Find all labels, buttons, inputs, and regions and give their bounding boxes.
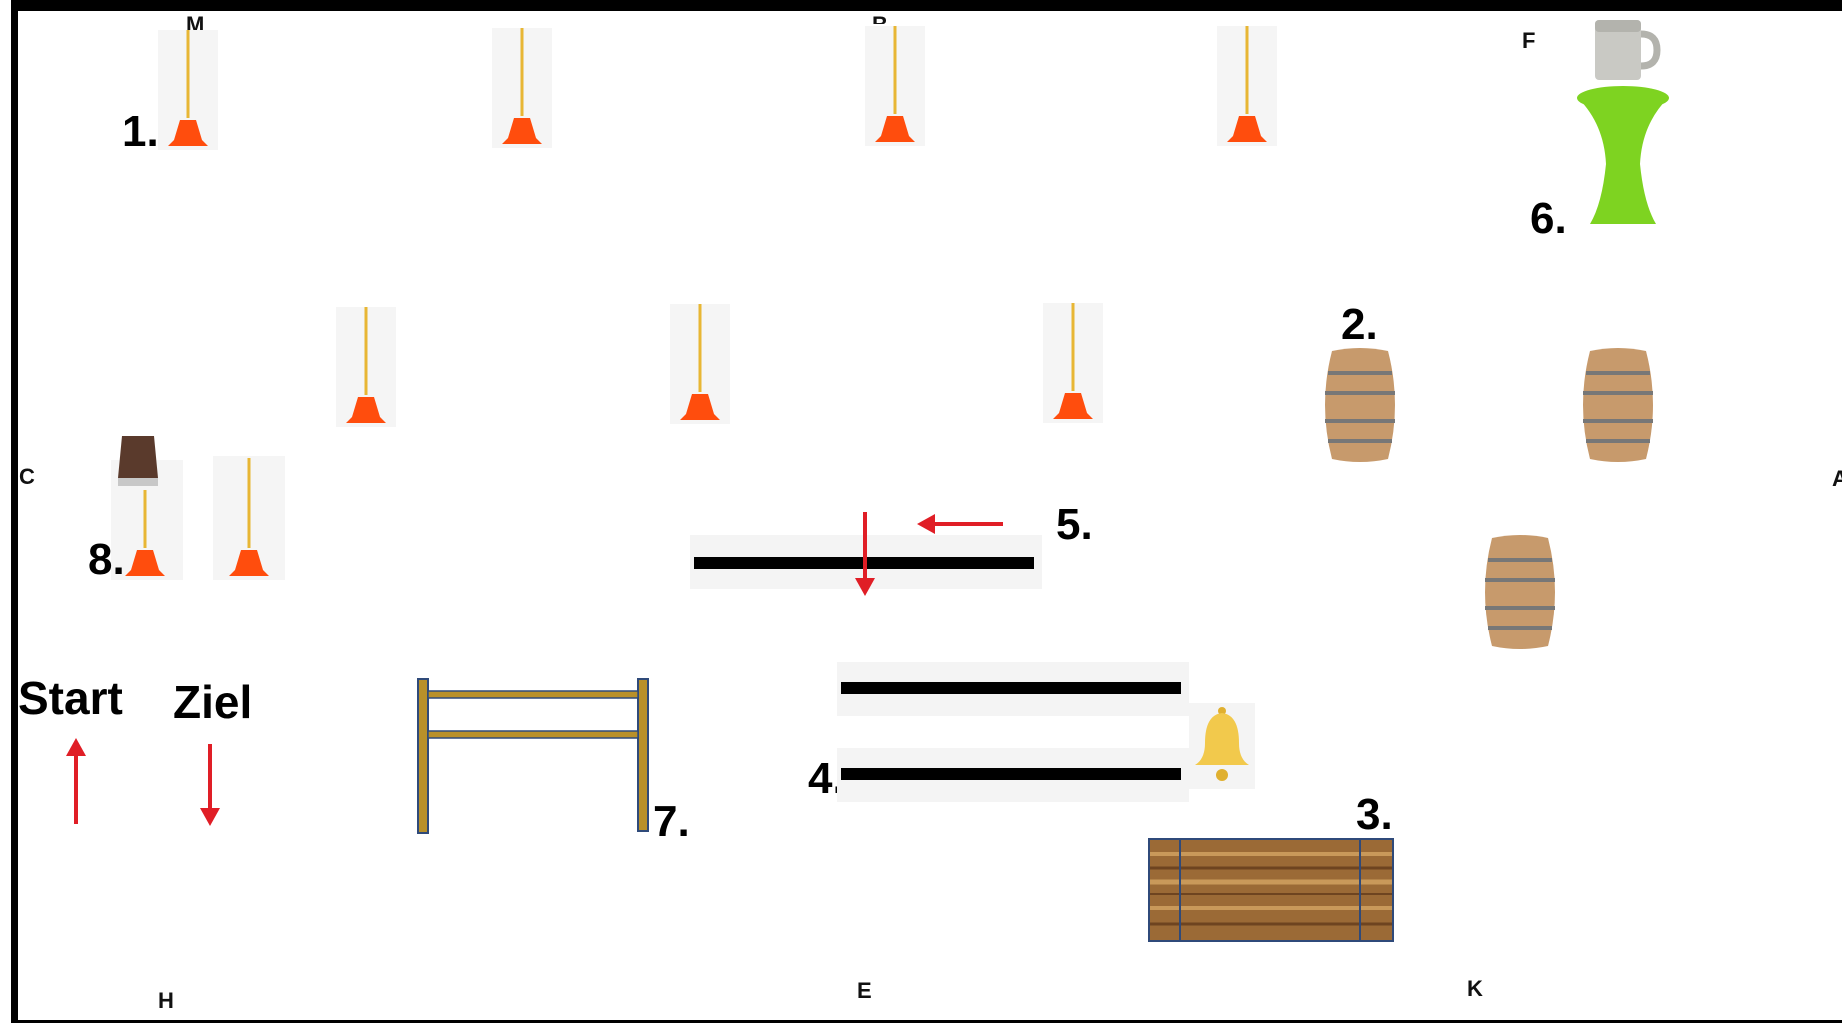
finish-label: Ziel [173, 676, 253, 728]
gate-icon [417, 678, 649, 834]
barrel-icon [1325, 348, 1395, 462]
station-label-5: 5. [1056, 500, 1093, 549]
cone-pole-icon [1043, 303, 1103, 423]
arena-letter-k: K [1467, 976, 1483, 1001]
wooden-bridge-icon [1148, 838, 1394, 942]
station-label-2: 2. [1341, 300, 1378, 349]
arena-letter-f: F [1522, 28, 1536, 53]
cone-pole-icon [670, 304, 730, 424]
cone-pole-icon [1217, 26, 1277, 146]
bell-icon [1189, 703, 1255, 789]
barrel-icon [1583, 348, 1653, 462]
cup-icon [118, 436, 158, 486]
arrow-down-icon [855, 512, 875, 596]
arrow-left-icon [917, 514, 1003, 534]
station-label-3: 3. [1356, 790, 1393, 839]
bistro-table-icon [1577, 86, 1669, 224]
arena-border-bottom [11, 1020, 1842, 1023]
station-label-1: 1. [122, 107, 159, 156]
station-label-7: 7. [653, 797, 690, 846]
station-label-8: 8. [88, 535, 125, 584]
arena-letter-c: C [19, 464, 35, 489]
arrow-down-icon [200, 744, 220, 826]
arena-letter-e: E [857, 978, 872, 1003]
arena-border-left [11, 0, 18, 1023]
barrel-icon [1485, 535, 1555, 649]
beer-mug-icon [1595, 20, 1661, 80]
cone-pole-icon [865, 26, 925, 146]
arena-letter-b: B [872, 12, 888, 24]
arena-letter-h: H [158, 988, 174, 1013]
cone-pole-icon [213, 456, 285, 580]
arena-border-top [11, 0, 1842, 11]
cone-pole-icon [492, 28, 552, 148]
ground-pole-icon [837, 662, 1189, 716]
ground-pole-icon [837, 748, 1189, 802]
arena-letter-a: A [1832, 466, 1842, 491]
station-label-6: 6. [1530, 194, 1567, 243]
cone-pole-icon [336, 307, 396, 427]
start-label: Start [18, 672, 123, 724]
arrow-up-icon [66, 738, 86, 824]
cone-pole-icon [158, 30, 218, 150]
